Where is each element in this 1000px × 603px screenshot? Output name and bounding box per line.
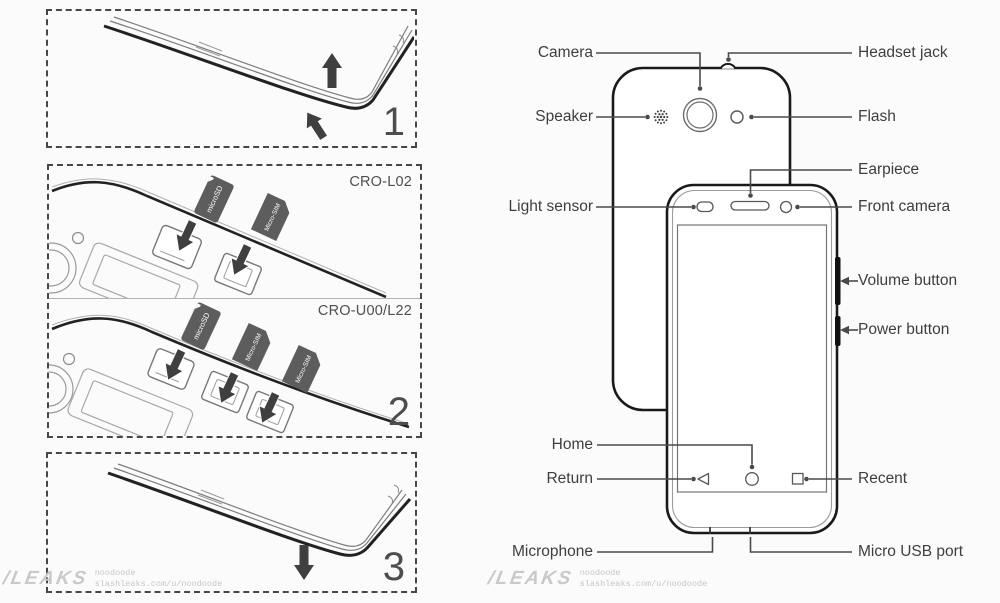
label-headset-jack: Headset jack [858,44,948,61]
label-speaker: Speaker [535,108,593,125]
front-camera [779,200,793,214]
label-camera: Camera [537,44,593,61]
label-flash: Flash [858,108,896,125]
recent-key-icon [791,472,804,485]
label-micro-usb-port: Micro USB port [858,543,964,560]
label-return: Return [546,470,593,487]
label-power-button: Power button [858,321,950,338]
panel-step-2: CRO-L02 [47,164,422,438]
label-light-sensor: Light sensor [508,198,593,215]
battery-compartment [67,368,194,436]
screen [676,224,828,493]
model-label-bottom: CRO-U00/L22 [317,303,412,319]
label-home: Home [551,436,593,453]
callout-lines [596,52,858,553]
microsim-card-2: Micro-SIM [281,344,321,394]
model-label-top: CRO-L02 [349,174,412,190]
earpiece [730,200,770,211]
arrow-left-icon [840,325,849,335]
label-recent: Recent [858,470,908,487]
label-earpiece: Earpiece [858,161,920,178]
arrow-down-icon [175,218,253,277]
speaker-grille [653,109,669,125]
step-number-1: 1 [382,100,405,144]
panel-step-1: 1 [46,9,417,148]
screw-hole [71,231,85,245]
microsim-card: Micro-SIM [250,192,290,242]
sim-insert-illustration-u00: microSD Micro-SIM Micro-SIM [49,302,410,436]
headset-jack-notch [719,62,737,70]
arrow-up-icon [306,53,342,140]
bottom-port-marks [709,527,751,534]
arrow-left-icon [840,276,849,286]
step-number-2: 2 [387,390,410,434]
rear-camera-lens [682,97,718,133]
camera-opening-arc [49,364,74,414]
label-front-camera: Front camera [858,198,951,215]
light-sensor [696,201,714,213]
return-key-icon [697,472,710,486]
label-volume-button: Volume button [858,272,958,289]
battery-compartment [78,242,199,298]
microsim-card-1: Micro-SIM [231,322,271,372]
volume-button [835,257,841,305]
front-bezel-line [671,189,833,529]
step-number-3: 3 [382,545,405,589]
home-key-icon [745,472,759,486]
sim-insert-illustration-l02: microSD Micro-SIM [49,175,387,298]
arrow-down-icon [294,545,314,580]
microsd-card: microSD [194,175,234,223]
screw-hole [62,352,76,366]
flash-led [730,110,744,124]
callout-dots [645,57,849,482]
camera-opening-arc [49,242,77,294]
panel-step-3: 3 [46,452,417,593]
arrow-down-icon [164,347,281,425]
power-button [835,316,841,346]
sim-slot [214,252,262,296]
microsd-card: microSD [181,302,221,350]
phone-front-outline [665,183,839,535]
variant-divider [49,298,420,299]
label-microphone: Microphone [512,543,593,560]
cover-close-illustration [107,463,412,580]
cover-open-illustration [103,16,414,140]
